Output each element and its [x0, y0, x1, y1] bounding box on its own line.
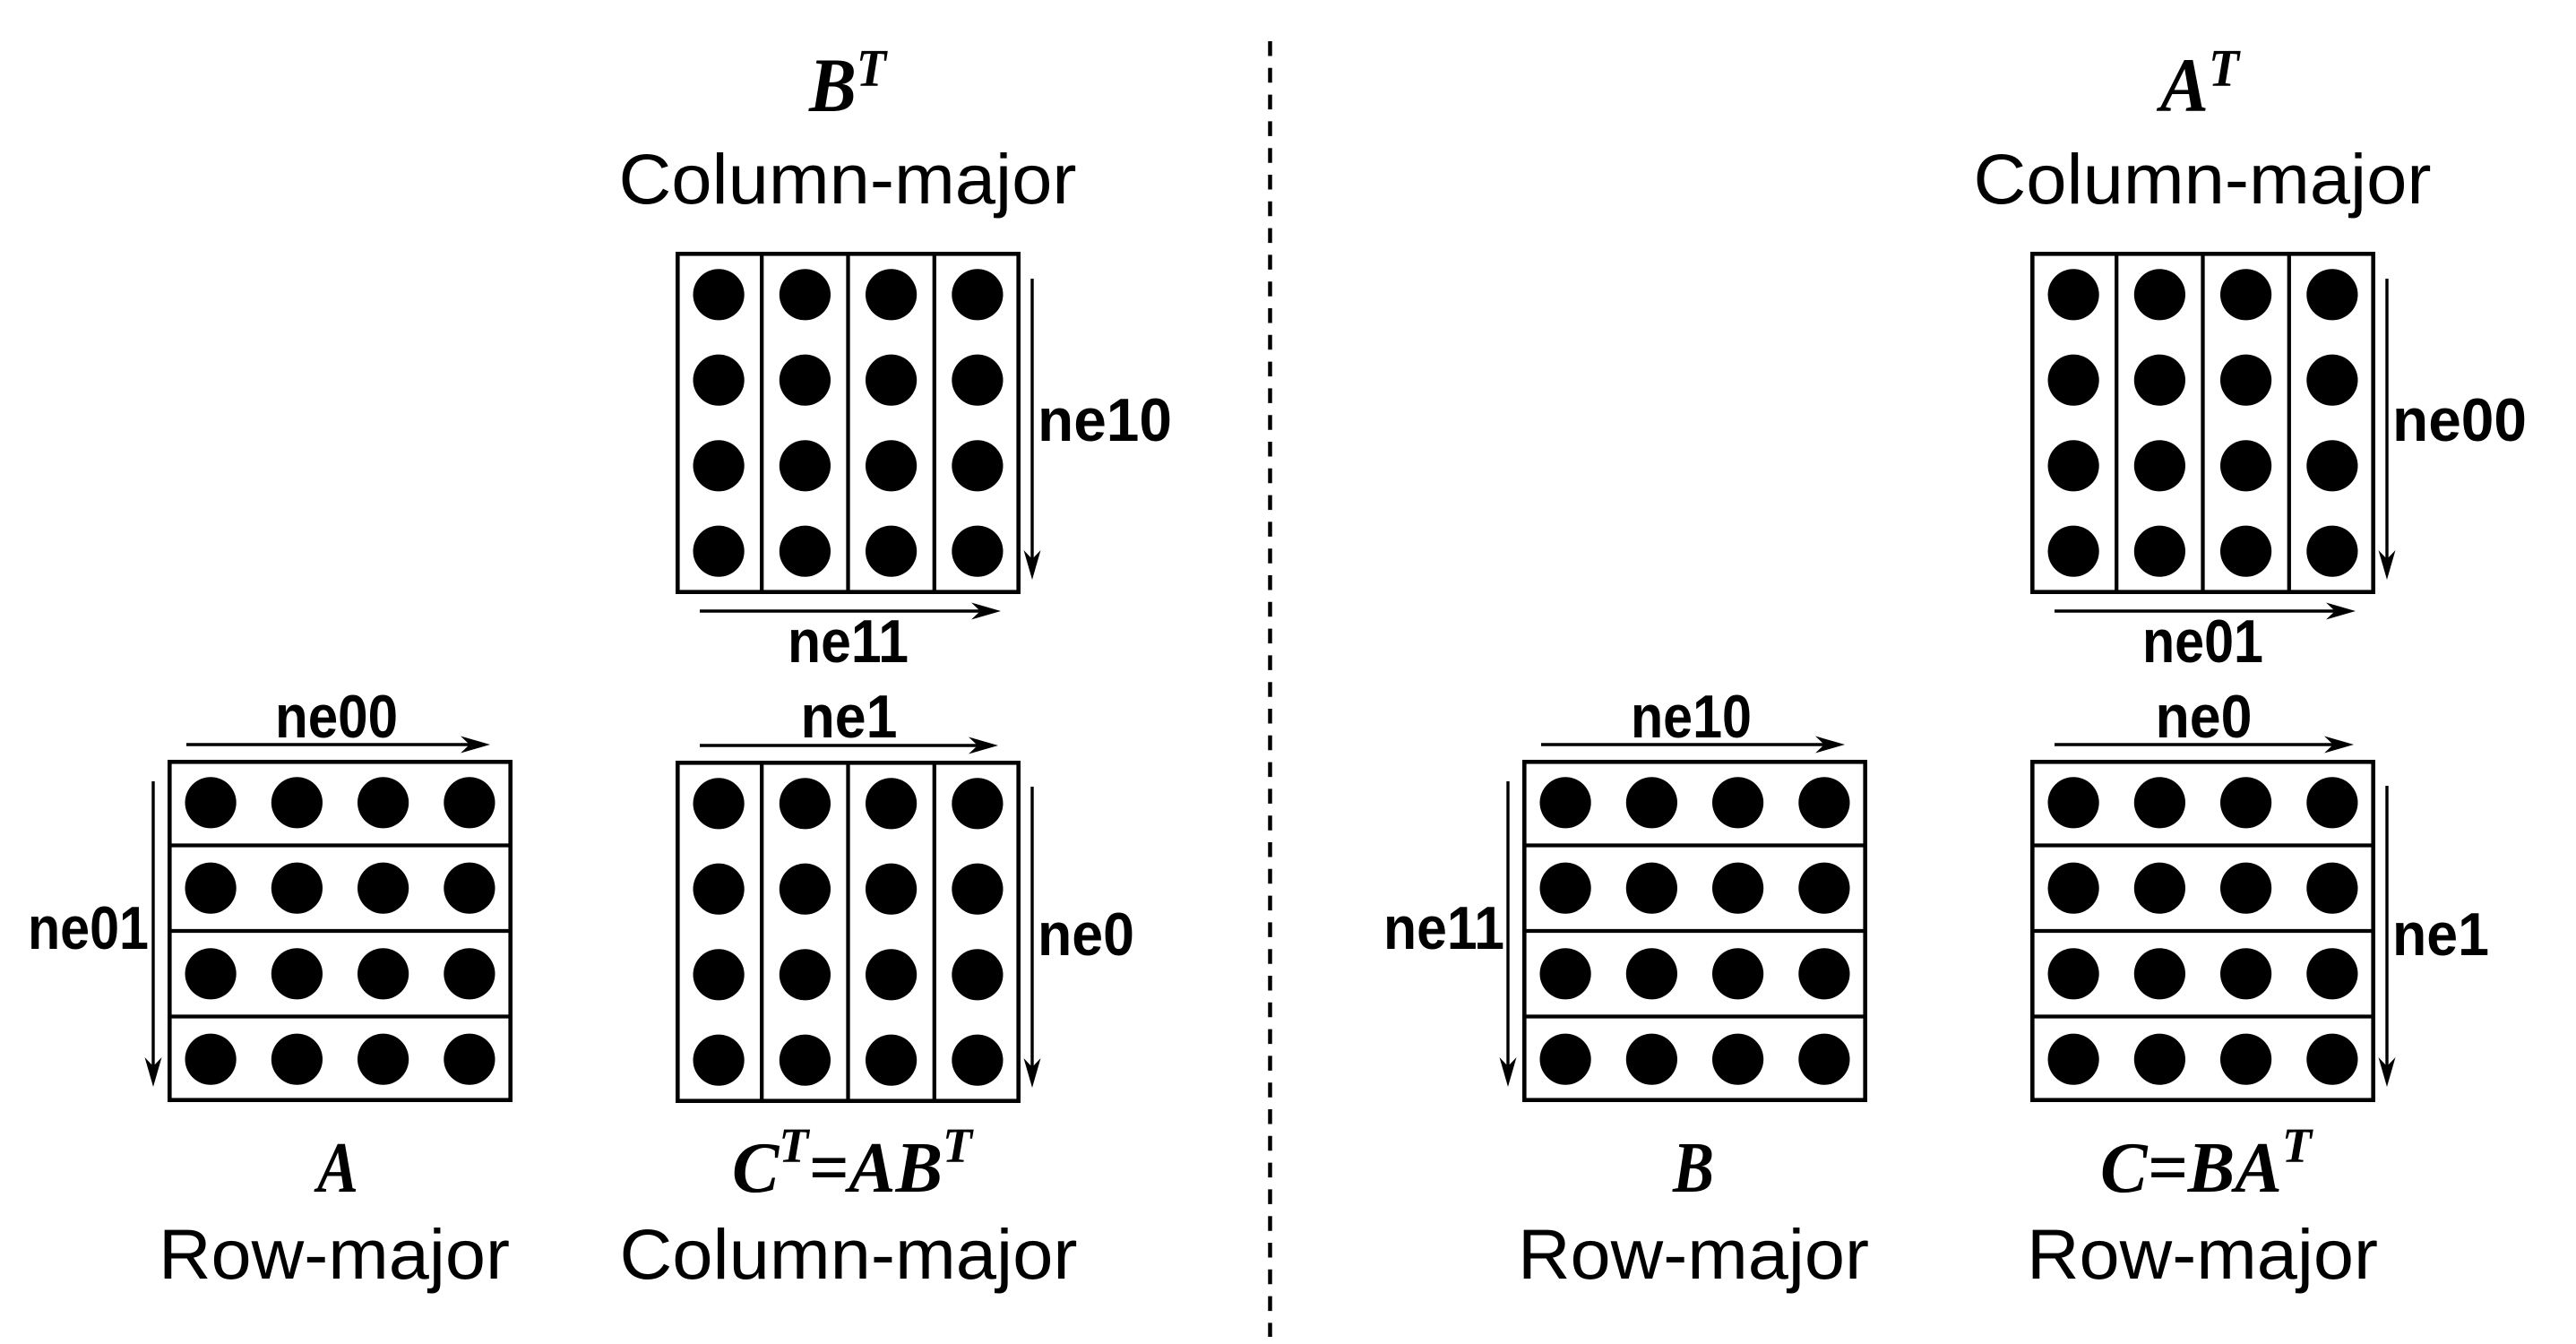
svg-text:ne00: ne00 — [2392, 386, 2527, 454]
svg-text:Column-major: Column-major — [1974, 139, 2432, 219]
svg-text:ne10: ne10 — [1631, 683, 1752, 751]
svg-text:CT=ABT: CT=ABT — [732, 1118, 974, 1208]
svg-text:ne01: ne01 — [2142, 607, 2263, 676]
svg-text:ne11: ne11 — [788, 607, 909, 676]
svg-text:ne1: ne1 — [801, 683, 898, 751]
svg-text:ne00: ne00 — [275, 683, 398, 751]
svg-text:A: A — [314, 1129, 358, 1208]
svg-text:BT: BT — [808, 39, 888, 128]
svg-text:ne01: ne01 — [28, 894, 149, 962]
svg-text:Column-major: Column-major — [620, 1214, 1078, 1294]
svg-text:Row-major: Row-major — [159, 1214, 510, 1294]
svg-text:ne10: ne10 — [1038, 386, 1172, 454]
svg-text:B: B — [1672, 1129, 1714, 1208]
svg-text:AT: AT — [2156, 39, 2241, 128]
svg-text:ne0: ne0 — [2156, 683, 2253, 751]
svg-text:ne0: ne0 — [1038, 900, 1134, 969]
svg-text:C=BAT: C=BAT — [2100, 1118, 2313, 1208]
svg-text:Row-major: Row-major — [1518, 1214, 1869, 1294]
svg-text:ne1: ne1 — [2392, 900, 2489, 969]
svg-text:Column-major: Column-major — [619, 139, 1077, 219]
svg-text:Row-major: Row-major — [2027, 1214, 2378, 1294]
svg-text:ne11: ne11 — [1383, 894, 1504, 962]
